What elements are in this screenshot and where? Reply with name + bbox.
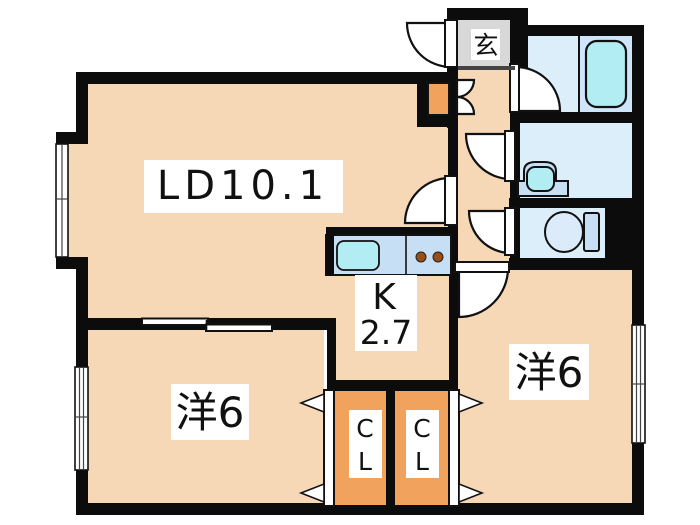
wall-bath-washroom-divider	[512, 112, 644, 123]
bathroom-door-arc	[514, 65, 562, 113]
closet-left-label-c: C	[356, 414, 373, 443]
toilet-tank	[583, 212, 600, 252]
kitchen-label: K	[372, 277, 397, 318]
west-room-right-door-arc	[457, 266, 510, 319]
toilet-fixture	[544, 211, 600, 253]
west-room-right-door-leaf	[454, 261, 510, 273]
toilet-door-leaf	[504, 207, 516, 256]
wall-closet-divider	[386, 390, 395, 506]
wall-right-upper	[632, 25, 644, 325]
kitchen-size-label: 2.7	[360, 313, 412, 352]
counter-back-edge	[326, 227, 451, 236]
closet-right-arrow-bottom	[458, 482, 485, 504]
west-room-right-window	[631, 324, 646, 444]
kitchen-counter	[325, 227, 452, 276]
counter-left-cap	[326, 234, 334, 276]
bay-floor-patch	[68, 144, 88, 257]
west-room-left-window	[74, 366, 89, 471]
wall-hall-ld-upper	[448, 127, 458, 179]
stove-burner-right	[432, 251, 444, 263]
entrance-step-line	[458, 66, 515, 70]
living-door-leaf	[444, 175, 458, 226]
wall-kitchen-westroom-divider	[449, 258, 458, 392]
wall-bath-top	[515, 25, 644, 36]
storage-double-door-bottom	[455, 95, 476, 116]
wall-right-lower	[632, 443, 644, 515]
stove-burner-left	[415, 251, 427, 263]
front-door-leaf	[444, 19, 458, 68]
ld-label: LD10.1	[157, 163, 329, 209]
closet-left-label-box	[349, 410, 382, 478]
closet-left-arrow-bottom	[298, 482, 325, 504]
wall-kitchen-left	[327, 318, 336, 392]
wall-bay-top	[56, 132, 88, 144]
doors	[403, 19, 562, 319]
labels: LD10.1 K 2.7 洋6 洋6 玄 C L C L	[144, 29, 589, 478]
closet-right-label-box	[406, 410, 439, 478]
closet-left-arrow-top	[298, 392, 325, 414]
sliding-door	[141, 317, 273, 332]
washbasin-fixture	[517, 161, 569, 197]
wall-entrance-top	[447, 8, 528, 20]
entrance-label: 玄	[473, 31, 498, 60]
closet-right-label-l: L	[415, 447, 429, 476]
wall-storage-left	[417, 83, 427, 127]
closet-doors	[298, 389, 485, 507]
wall-left-lower	[76, 330, 88, 367]
kitchen-sink	[336, 240, 380, 271]
closet-right-door	[448, 389, 460, 507]
west-room-left-label: 洋6	[176, 388, 245, 437]
closet-right-arrow-top	[458, 392, 485, 414]
bathroom-door-leaf	[509, 63, 520, 113]
kitchen-label-box	[355, 275, 417, 351]
windows	[55, 143, 646, 471]
closet-left-door	[323, 389, 335, 507]
closet-left-label-l: L	[358, 447, 372, 476]
bathtub	[584, 39, 628, 109]
wall-top-ld	[76, 72, 449, 84]
closet-right-label-c: C	[413, 414, 430, 443]
washroom-door-leaf	[504, 130, 516, 182]
wall-bottom	[76, 503, 644, 515]
west-room-right-label: 洋6	[515, 348, 584, 397]
wall-hall-ld-lower	[448, 222, 458, 260]
west-room-right-label-box	[509, 344, 589, 400]
washbasin-bowl	[526, 166, 555, 192]
wall-toilet-bottom	[509, 258, 644, 270]
ld-label-box	[144, 160, 343, 213]
toilet-bowl	[544, 211, 584, 253]
entrance-label-box	[471, 29, 500, 60]
wall-kitchen-bottom	[327, 380, 458, 392]
wall-left-mid	[76, 257, 88, 330]
wall-left-upper	[76, 72, 88, 132]
bay-window	[55, 143, 69, 258]
wall-washroom-toilet-divider	[509, 198, 644, 208]
shoe-storage-box	[427, 82, 450, 116]
bathtub-fixture	[578, 36, 628, 112]
west-room-left-label-box	[171, 384, 249, 440]
